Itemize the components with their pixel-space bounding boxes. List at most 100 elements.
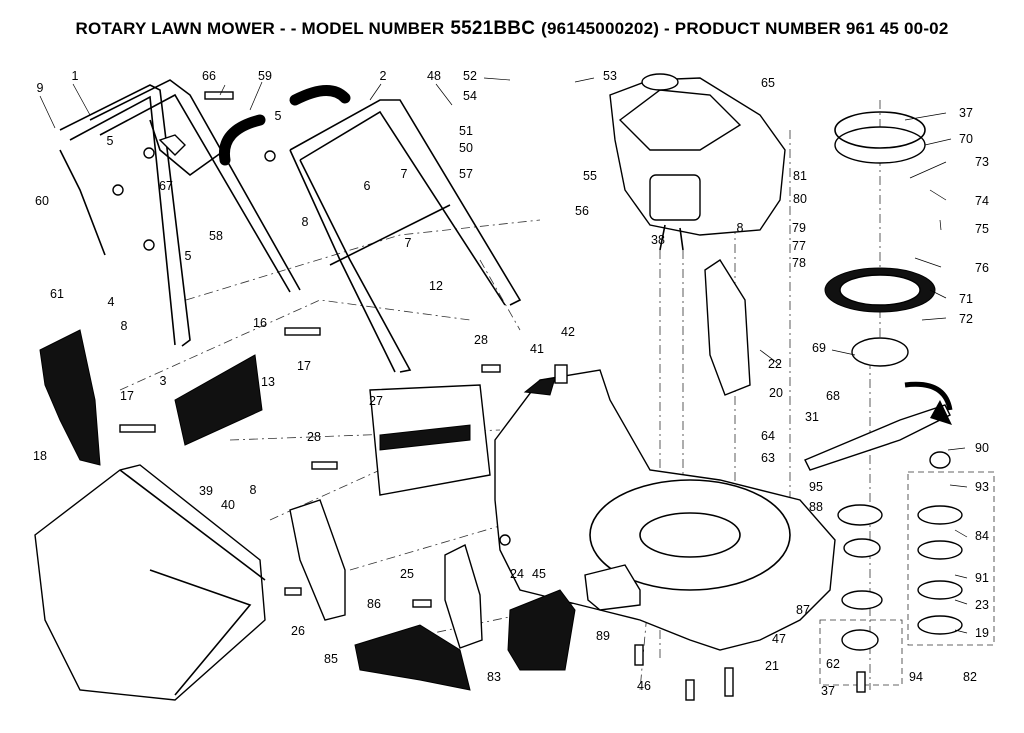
part-label-45: 45 (532, 567, 546, 581)
blade-assembly (804, 111, 953, 471)
part-label-62: 62 (826, 657, 840, 671)
part-label-38: 38 (651, 233, 665, 247)
part-label-28: 28 (307, 430, 321, 444)
part-label-54: 54 (463, 89, 477, 103)
part-label-7: 7 (405, 236, 412, 250)
part-label-88: 88 (809, 500, 823, 514)
part-label-5: 5 (275, 109, 282, 123)
part-label-42: 42 (561, 325, 575, 339)
part-label-92: 92 (0, 0, 7, 3)
part-label-67: 67 (159, 179, 173, 193)
part-label-86: 86 (367, 597, 381, 611)
part-label-5: 5 (185, 249, 192, 263)
part-label-85: 85 (324, 652, 338, 666)
mulch-plug (369, 384, 491, 496)
part-label-8: 8 (302, 215, 309, 229)
part-label-69: 69 (812, 341, 826, 355)
part-label-70: 70 (959, 132, 973, 146)
part-label-39: 39 (199, 484, 213, 498)
part-label-52: 52 (463, 69, 477, 83)
part-label-9: 9 (37, 81, 44, 95)
part-label-61: 61 (50, 287, 64, 301)
part-label-82: 82 (963, 670, 977, 684)
rear-flap (174, 354, 263, 446)
part-label-4: 4 (108, 295, 115, 309)
part-label-53: 53 (603, 69, 617, 83)
part-label-16: 16 (253, 316, 267, 330)
part-label-8: 8 (737, 221, 744, 235)
part-label-19: 19 (975, 626, 989, 640)
part-label-87: 87 (796, 603, 810, 617)
part-label-41: 41 (530, 342, 544, 356)
part-label-20: 20 (769, 386, 783, 400)
part-label-12: 12 (429, 279, 443, 293)
discharge-chute (354, 589, 576, 691)
part-label-26: 26 (291, 624, 305, 638)
part-label-48: 48 (427, 69, 441, 83)
part-label-64: 64 (761, 429, 775, 443)
part-label-22: 22 (768, 357, 782, 371)
product-number: (96145000202) - PRODUCT NUMBER 961 45 00… (541, 19, 949, 38)
part-label-24: 24 (510, 567, 524, 581)
part-label-37: 37 (959, 106, 973, 120)
part-label-1: 1 (72, 69, 79, 83)
part-label-21: 21 (765, 659, 779, 673)
part-label-56: 56 (575, 204, 589, 218)
part-label-59: 59 (258, 69, 272, 83)
part-label-40: 40 (221, 498, 235, 512)
cable-hose (218, 85, 351, 166)
part-label-73: 73 (975, 155, 989, 169)
part-label-8: 8 (121, 319, 128, 333)
grass-catcher (34, 464, 266, 701)
part-label-23: 23 (975, 598, 989, 612)
part-label-55: 55 (583, 169, 597, 183)
part-label-17: 17 (120, 389, 134, 403)
part-label-83: 83 (487, 670, 501, 684)
part-label-17: 17 (297, 359, 311, 373)
part-label-66: 66 (202, 69, 216, 83)
title-prefix: ROTARY LAWN MOWER - - MODEL NUMBER (75, 19, 445, 38)
part-label-71: 71 (959, 292, 973, 306)
wheel-adjuster-bracket (289, 259, 751, 649)
wheel-drive-parts (819, 451, 995, 686)
part-label-89: 89 (596, 629, 610, 643)
part-label-77: 77 (792, 239, 806, 253)
part-label-76: 76 (975, 261, 989, 275)
part-label-58: 58 (209, 229, 223, 243)
part-label-90: 90 (975, 441, 989, 455)
part-label-60: 60 (35, 194, 49, 208)
part-label-65: 65 (761, 76, 775, 90)
part-label-84: 84 (975, 529, 989, 543)
part-label-94: 94 (909, 670, 923, 684)
part-label-18: 18 (33, 449, 47, 463)
part-label-3: 3 (160, 374, 167, 388)
part-label-74: 74 (975, 194, 989, 208)
part-label-51: 51 (459, 124, 473, 138)
part-label-75: 75 (975, 222, 989, 236)
part-label-50: 50 (459, 141, 473, 155)
part-label-46: 46 (637, 679, 651, 693)
lower-handle-assembly (59, 79, 301, 347)
part-label-27: 27 (369, 394, 383, 408)
part-label-28: 28 (474, 333, 488, 347)
part-label-31: 31 (805, 410, 819, 424)
engine (609, 73, 786, 251)
part-label-25: 25 (400, 567, 414, 581)
part-label-2: 2 (380, 69, 387, 83)
part-label-78: 78 (792, 256, 806, 270)
part-label-47: 47 (772, 632, 786, 646)
part-label-57: 57 (459, 167, 473, 181)
page-title: ROTARY LAWN MOWER - - MODEL NUMBER 5521BB… (0, 18, 1024, 40)
side-discharge-plate (39, 329, 101, 466)
part-label-80: 80 (793, 192, 807, 206)
model-number: 5521BBC (450, 18, 536, 39)
upper-handle-assembly (289, 99, 522, 373)
part-label-7: 7 (401, 167, 408, 181)
part-label-5: 5 (107, 134, 114, 148)
part-label-37: 37 (821, 684, 835, 698)
part-label-72: 72 (959, 312, 973, 326)
part-label-8: 8 (250, 483, 257, 497)
part-label-91: 91 (975, 571, 989, 585)
